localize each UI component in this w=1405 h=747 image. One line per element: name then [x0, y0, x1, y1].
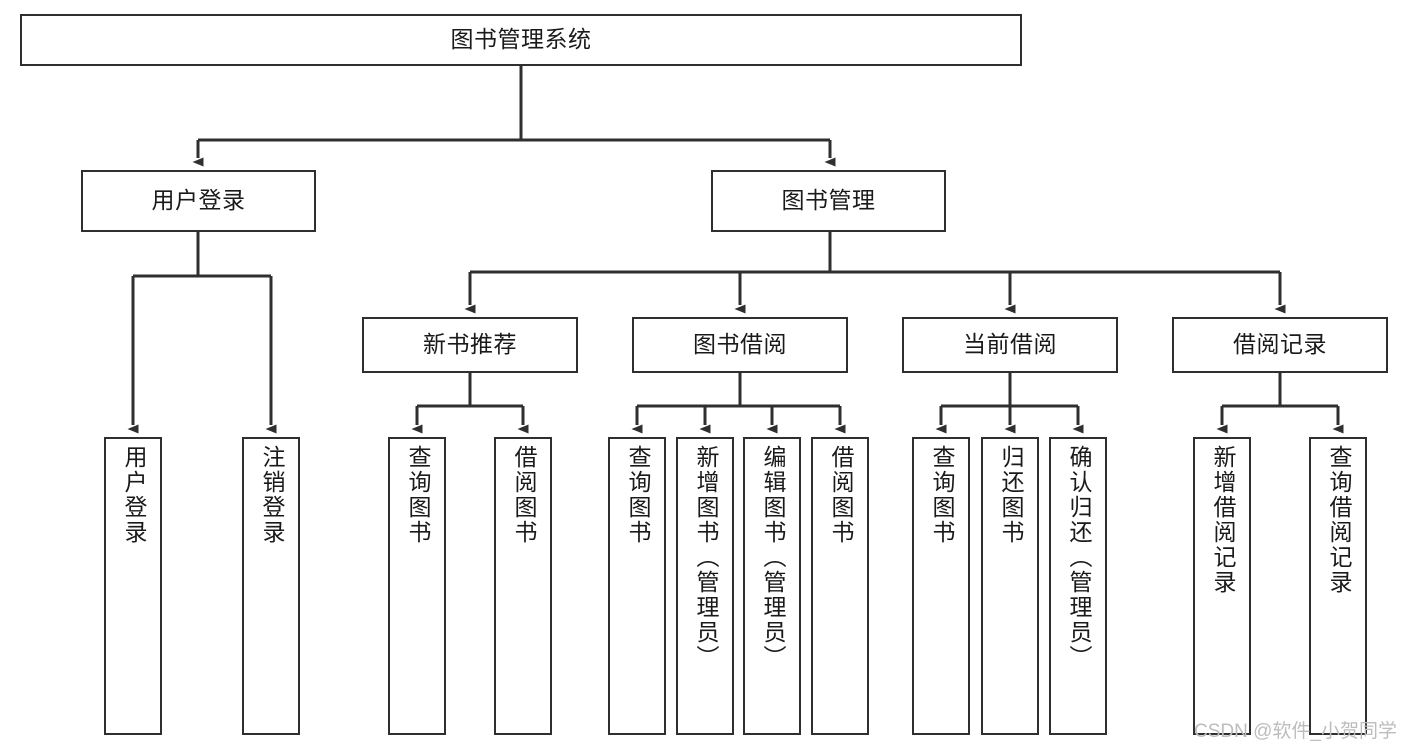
- leaf-confirm-return-label: 确认归还（管理员）: [1065, 445, 1092, 670]
- leaf-logout-label: 注销登录: [258, 445, 285, 545]
- node-book-manage-label: 图书管理: [781, 187, 876, 214]
- node-user-login[interactable]: 用户登录: [81, 170, 316, 232]
- leaf-add-book-label: 新增图书（管理员）: [692, 445, 719, 670]
- leaf-user-login[interactable]: 用户登录: [104, 437, 162, 735]
- node-borrow-record-label: 借阅记录: [1233, 331, 1327, 358]
- node-current-borrow-label: 当前借阅: [963, 331, 1057, 358]
- leaf-borrow-book-2[interactable]: 借阅图书: [811, 437, 869, 735]
- node-borrow-record[interactable]: 借阅记录: [1172, 317, 1388, 373]
- leaf-borrow-book-2-label: 借阅图书: [827, 445, 854, 545]
- leaf-query-record-label: 查询借阅记录: [1325, 445, 1352, 595]
- node-book-manage[interactable]: 图书管理: [711, 170, 946, 232]
- node-new-book-rec-label: 新书推荐: [423, 331, 517, 358]
- leaf-query-book-1-label: 查询图书: [404, 445, 431, 545]
- node-book-borrow-label: 图书借阅: [693, 331, 787, 358]
- node-root[interactable]: 图书管理系统: [20, 14, 1022, 66]
- leaf-user-login-label: 用户登录: [120, 445, 147, 545]
- leaf-query-record[interactable]: 查询借阅记录: [1309, 437, 1367, 735]
- node-current-borrow[interactable]: 当前借阅: [902, 317, 1118, 373]
- leaf-edit-book-label: 编辑图书（管理员）: [759, 445, 786, 670]
- leaf-borrow-book-1-label: 借阅图书: [510, 445, 537, 545]
- node-new-book-rec[interactable]: 新书推荐: [362, 317, 578, 373]
- node-user-login-label: 用户登录: [151, 187, 246, 214]
- leaf-query-book-3-label: 查询图书: [928, 445, 955, 545]
- leaf-return-book-label: 归还图书: [997, 445, 1024, 545]
- leaf-query-book-2-label: 查询图书: [624, 445, 651, 545]
- leaf-edit-book[interactable]: 编辑图书（管理员）: [743, 437, 801, 735]
- leaf-borrow-book-1[interactable]: 借阅图书: [494, 437, 552, 735]
- node-root-label: 图书管理系统: [450, 26, 592, 53]
- csdn-watermark: CSDN @软件_小贺同学: [1194, 721, 1397, 742]
- leaf-add-book[interactable]: 新增图书（管理员）: [676, 437, 734, 735]
- leaf-query-book-2[interactable]: 查询图书: [608, 437, 666, 735]
- leaf-confirm-return[interactable]: 确认归还（管理员）: [1049, 437, 1107, 735]
- leaf-return-book[interactable]: 归还图书: [981, 437, 1039, 735]
- leaf-add-record-label: 新增借阅记录: [1209, 445, 1236, 595]
- leaf-add-record[interactable]: 新增借阅记录: [1193, 437, 1251, 735]
- node-book-borrow[interactable]: 图书借阅: [632, 317, 848, 373]
- leaf-logout[interactable]: 注销登录: [242, 437, 300, 735]
- leaf-query-book-3[interactable]: 查询图书: [912, 437, 970, 735]
- leaf-query-book-1[interactable]: 查询图书: [388, 437, 446, 735]
